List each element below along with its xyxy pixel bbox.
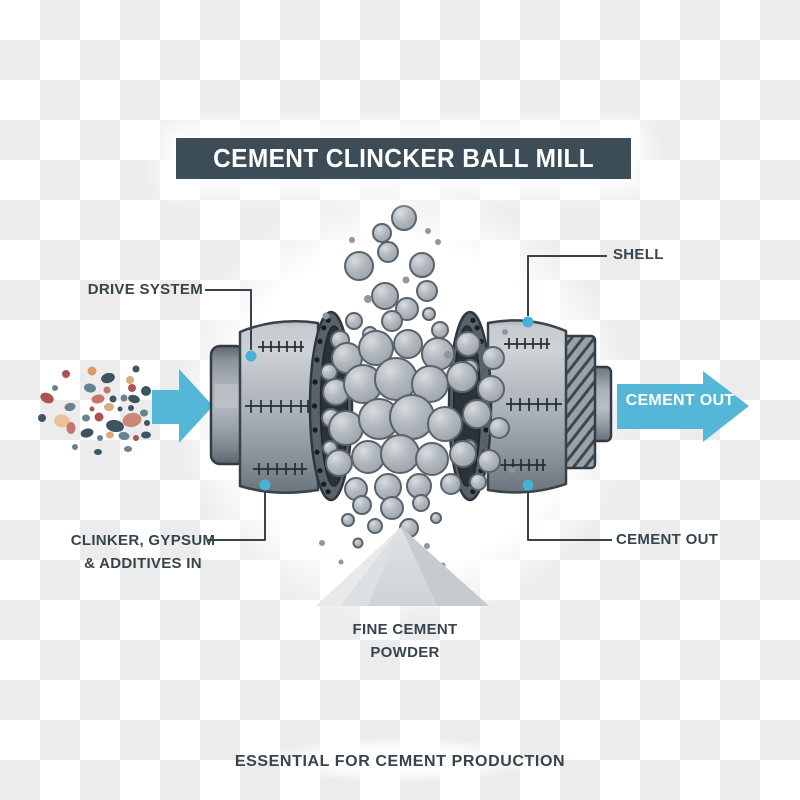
callout-dots	[245, 316, 534, 491]
raw-material-specks	[38, 365, 151, 455]
dot-drive-system	[245, 350, 257, 362]
callout-leaders	[205, 255, 612, 541]
title-bar: CEMENT CLINCKER BALL MILL	[176, 138, 631, 179]
cement-out-arrow-label: CEMENT OUT	[625, 392, 735, 409]
label-cement-out: CEMENT OUT	[616, 531, 719, 548]
left-flange-bolts	[311, 317, 331, 495]
label-clinker-line1: CLINKER, GYPSUM	[70, 532, 216, 549]
leader-clinker-in	[208, 492, 266, 541]
left-drum	[238, 320, 320, 494]
right-drum-seams	[500, 338, 562, 471]
label-drive-system: DRIVE SYSTEM	[87, 281, 203, 298]
dot-clinker-in	[259, 479, 271, 491]
label-fine-line2: POWDER	[370, 644, 440, 661]
right-drum	[486, 319, 568, 494]
footer-caption: ESSENTIAL FOR CEMENT PRODUCTION	[234, 753, 566, 770]
leader-shell	[527, 255, 607, 316]
label-fine-cement-powder: FINE CEMENT POWDER	[325, 618, 485, 664]
feed-arrow-icon	[152, 369, 213, 443]
left-end-cap	[209, 344, 247, 466]
powder-pile	[316, 527, 489, 606]
dot-cement-out	[522, 479, 534, 491]
left-drum-seams	[245, 341, 311, 475]
label-clinker-line2: & ADDITIVES IN	[84, 555, 202, 572]
dot-shell	[522, 316, 534, 328]
footer-backdrop	[225, 730, 575, 790]
page-title: CEMENT CLINCKER BALL MILL	[213, 143, 594, 173]
label-clinker-gypsum-additives-in: CLINKER, GYPSUM & ADDITIVES IN	[63, 529, 223, 575]
leader-cement-out	[527, 492, 612, 541]
label-shell: SHELL	[613, 246, 664, 263]
label-fine-line1: FINE CEMENT	[352, 621, 458, 638]
leader-drive-system	[205, 289, 252, 350]
cement-out-arrow-icon	[617, 371, 749, 442]
grinding-ball-cloud	[320, 205, 510, 552]
